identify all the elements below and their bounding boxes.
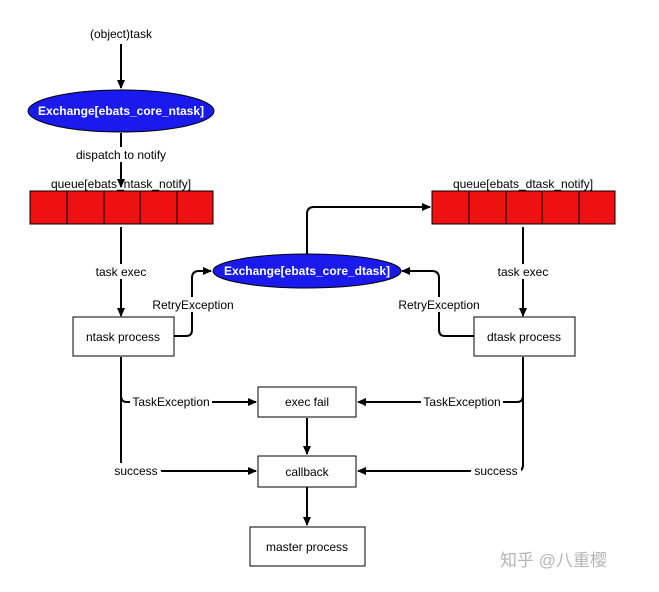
exchange-dtask-shape [212, 253, 402, 289]
callback-label: callback [285, 465, 329, 479]
exchange-dtask-label: Exchange[ebats_core_dtask] [224, 264, 390, 278]
edge-label-task-exec-right: task exec [498, 265, 549, 279]
exchange-ntask-label: Exchange[ebats_core_ntask] [38, 104, 204, 118]
edge-label-task-exception-right: TaskException [423, 395, 500, 409]
ntask-process-label: ntask process [86, 330, 160, 344]
edge-label-retry-left: RetryException [152, 298, 233, 312]
edge-label-task-exception-left: TaskException [132, 395, 209, 409]
exec-fail-box [257, 386, 357, 418]
edge-ntask-success [120, 357, 257, 475]
queue-cell [66, 190, 105, 225]
exchange-dtask-node: Exchange[ebats_core_dtask] [212, 253, 402, 289]
queue-cell [541, 190, 580, 225]
edge-label-dispatch: dispatch to notify [76, 148, 166, 162]
exchange-ntask-shape [27, 89, 215, 133]
queue-cell [431, 190, 470, 225]
queue-cell [468, 190, 507, 225]
queue-cell [103, 190, 141, 225]
callback-box [257, 455, 357, 488]
edge-dtask-success [357, 357, 524, 475]
edge-exchange-to-queue-dtask [306, 203, 431, 256]
queue-dtask-label: queue[ebats_dtask_notify] [453, 177, 593, 191]
exchange-ntask-node: Exchange[ebats_core_ntask] [27, 89, 215, 133]
queue-cell [176, 190, 214, 225]
queue-ntask [29, 190, 214, 225]
watermark: 知乎 @八重樱 [500, 551, 607, 570]
callback-node: callback [257, 455, 357, 488]
edge-label-success-right: success [474, 464, 517, 478]
exec-fail-node: exec fail [257, 386, 357, 418]
edge-label-task-exec-left: task exec [96, 265, 147, 279]
queue-cell [505, 190, 543, 225]
master-process-node: master process [249, 526, 366, 567]
ntask-process-box [72, 316, 175, 357]
queue-cell [578, 190, 616, 225]
ntask-process-node: ntask process [72, 316, 175, 357]
queue-dtask [431, 190, 616, 225]
edge-label-retry-right: RetryException [398, 298, 479, 312]
queue-cell [29, 190, 68, 225]
queue-ntask-label: queue[ebats_ntask_notify] [51, 177, 191, 191]
exec-fail-label: exec fail [285, 395, 329, 409]
queue-cell [139, 190, 178, 225]
dtask-process-label: dtask process [487, 330, 561, 344]
master-process-box [249, 526, 366, 567]
edge-label-success-left: success [114, 464, 157, 478]
master-process-label: master process [266, 540, 348, 554]
dtask-process-box [473, 316, 576, 357]
dtask-process-node: dtask process [473, 316, 576, 357]
start-label: (object)task [90, 27, 153, 41]
